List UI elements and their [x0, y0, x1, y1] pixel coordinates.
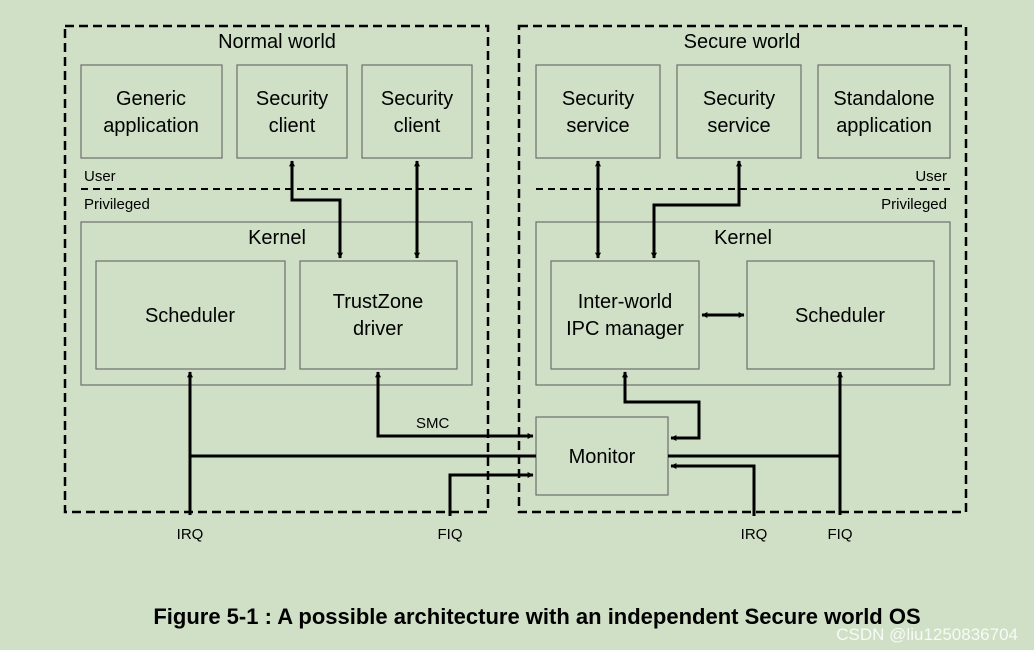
svg-text:Generic: Generic	[116, 88, 186, 110]
security-service-box-1: Security service	[535, 64, 661, 159]
svg-text:application: application	[836, 115, 932, 137]
svg-text:application: application	[103, 115, 199, 137]
svg-text:IPC manager: IPC manager	[566, 318, 684, 340]
secure-privileged-label: Privileged	[881, 196, 947, 213]
security-client-box-2: Security client	[361, 64, 473, 159]
svg-text:Security: Security	[256, 88, 328, 110]
secure-scheduler-box: Scheduler	[746, 260, 935, 370]
svg-text:Security: Security	[703, 88, 775, 110]
normal-world-title: Normal world	[218, 31, 336, 53]
irq-left-label: IRQ	[177, 526, 204, 543]
svg-text:service: service	[707, 115, 770, 137]
svg-text:Inter-world: Inter-world	[578, 291, 672, 313]
svg-text:Monitor: Monitor	[569, 446, 636, 468]
svg-text:driver: driver	[353, 318, 403, 340]
connectors: SMC IRQ FIQ IRQ FIQ	[177, 160, 853, 543]
fiq-left-arrow	[448, 472, 534, 516]
irq-right-arrow	[670, 463, 756, 516]
csdn-watermark: CSDN @liu1250836704	[836, 625, 1018, 644]
trustzone-driver-box: TrustZone driver	[299, 260, 458, 370]
security-client-box-1: Security client	[236, 64, 348, 159]
client1-driver-arrow	[289, 160, 343, 259]
smc-arrow	[375, 371, 534, 439]
svg-text:Kernel: Kernel	[714, 227, 772, 249]
service2-ipc-arrow	[651, 160, 742, 259]
svg-text:Scheduler: Scheduler	[145, 305, 235, 327]
fiq-left-label: FIQ	[438, 526, 463, 543]
monitor-box: Monitor	[535, 416, 669, 496]
svg-text:client: client	[394, 115, 441, 137]
ipc-monitor-arrow	[622, 371, 701, 441]
generic-application-box: Generic application	[80, 64, 223, 159]
secure-world-title: Secure world	[684, 31, 801, 53]
secure-world-border	[517, 24, 968, 514]
normal-world-border	[63, 24, 490, 514]
normal-privileged-label: Privileged	[84, 196, 150, 213]
svg-text:Standalone: Standalone	[833, 88, 934, 110]
smc-label: SMC	[416, 415, 450, 432]
secure-world-region: Secure world Security service Security s…	[517, 24, 968, 514]
svg-text:client: client	[269, 115, 316, 137]
svg-text:Scheduler: Scheduler	[795, 305, 885, 327]
standalone-application-box: Standalone application	[817, 64, 951, 159]
normal-user-label: User	[84, 168, 116, 185]
svg-text:Security: Security	[562, 88, 634, 110]
svg-text:service: service	[566, 115, 629, 137]
irq-right-label: IRQ	[741, 526, 768, 543]
svg-text:TrustZone: TrustZone	[333, 291, 423, 313]
fiq-right-label: FIQ	[828, 526, 853, 543]
normal-scheduler-box: Scheduler	[95, 260, 286, 370]
normal-world-region: Normal world Generic application Securit…	[63, 24, 490, 514]
figure-caption: Figure 5-1 : A possible architecture wit…	[153, 604, 920, 629]
ipc-manager-box: Inter-world IPC manager	[550, 260, 700, 370]
svg-text:Kernel: Kernel	[248, 227, 306, 249]
svg-text:Security: Security	[381, 88, 453, 110]
secure-user-label: User	[915, 168, 947, 185]
security-service-box-2: Security service	[676, 64, 802, 159]
